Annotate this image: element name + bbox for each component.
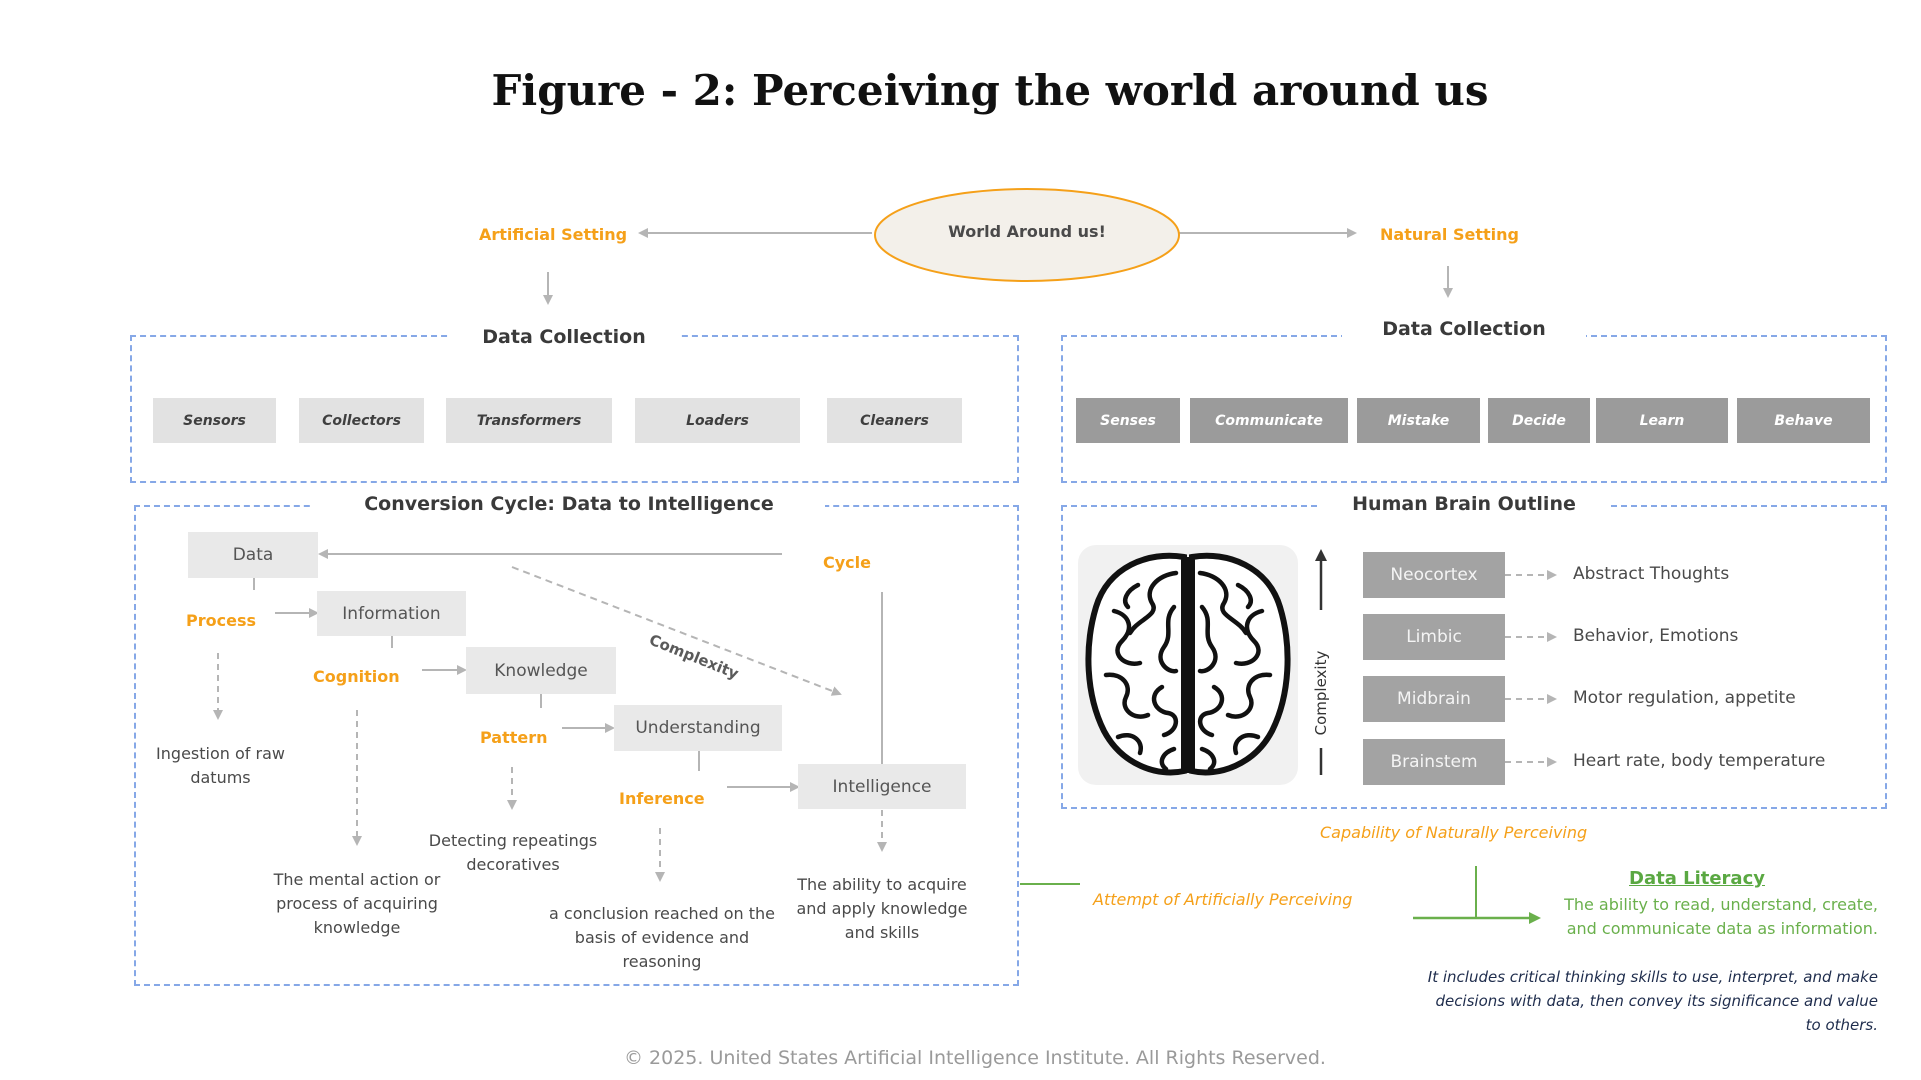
brain-part-midbrain: Midbrain <box>1363 676 1505 722</box>
desc-intelligence: The ability to acquire and apply knowled… <box>796 875 968 942</box>
brain-complexity-label: Complexity <box>1312 650 1330 736</box>
natural-setting-label: Natural Setting <box>1380 225 1519 244</box>
process-label: Process <box>186 611 256 630</box>
data-literacy-note: It includes critical thinking skills to … <box>1427 968 1878 1034</box>
cognition-label: Cognition <box>313 667 400 686</box>
brain-part-limbic: Limbic <box>1363 614 1505 660</box>
brain-part-brainstem: Brainstem <box>1363 739 1505 785</box>
chip-sensors: Sensors <box>153 398 276 443</box>
figure-title: Figure - 2: Perceiving the world around … <box>491 66 1489 115</box>
world-ellipse <box>874 188 1180 282</box>
brain-function-midbrain: Motor regulation, appetite <box>1573 688 1796 708</box>
cycle-label: Cycle <box>823 553 871 572</box>
copyright-footer: © 2025. United States Artificial Intelli… <box>624 1047 1326 1069</box>
natural-data-collection-title: Data Collection <box>1342 318 1586 340</box>
artificial-data-collection-title: Data Collection <box>448 326 680 348</box>
chip-transformers: Transformers <box>446 398 612 443</box>
stage-data: Data <box>188 532 318 578</box>
complexity-dashed-arrow <box>511 566 842 696</box>
desc-data: Ingestion of raw datums <box>156 744 285 787</box>
attempt-artificial-label: Attempt of Artificially Perceiving <box>1093 890 1353 909</box>
chip-cleaners: Cleaners <box>827 398 962 443</box>
human-brain-title: Human Brain Outline <box>1318 493 1610 515</box>
capability-natural-label: Capability of Naturally Perceiving <box>1320 823 1588 842</box>
chip-decide: Decide <box>1488 398 1590 443</box>
desc-pattern: Detecting repeatings decoratives <box>428 831 598 874</box>
pattern-label: Pattern <box>480 728 548 747</box>
data-literacy-definition: The ability to read, understand, create,… <box>1564 895 1878 938</box>
chip-senses: Senses <box>1076 398 1180 443</box>
data-literacy-title: Data Literacy <box>1629 868 1765 889</box>
stage-knowledge: Knowledge <box>466 647 616 694</box>
brain-part-neocortex: Neocortex <box>1363 552 1505 598</box>
stage-information: Information <box>317 591 466 636</box>
chip-collectors: Collectors <box>299 398 424 443</box>
stage-intelligence: Intelligence <box>798 764 966 809</box>
chip-mistake: Mistake <box>1357 398 1480 443</box>
chip-communicate: Communicate <box>1190 398 1348 443</box>
brain-function-limbic: Behavior, Emotions <box>1573 626 1739 646</box>
desc-inference: a conclusion reached on the basis of evi… <box>549 904 775 971</box>
artificial-setting-label: Artificial Setting <box>479 225 628 244</box>
desc-cognition: The mental action or process of acquirin… <box>273 870 441 937</box>
chip-learn: Learn <box>1596 398 1728 443</box>
chip-loaders: Loaders <box>635 398 800 443</box>
brain-icon <box>1078 545 1298 785</box>
chip-behave: Behave <box>1737 398 1870 443</box>
world-label: World Around us! <box>948 222 1106 241</box>
stage-understanding: Understanding <box>614 705 782 751</box>
conversion-cycle-title: Conversion Cycle: Data to Intelligence <box>313 493 825 515</box>
brain-function-neocortex: Abstract Thoughts <box>1573 564 1730 584</box>
inference-label: Inference <box>619 789 705 808</box>
brain-function-brainstem: Heart rate, body temperature <box>1573 751 1826 771</box>
